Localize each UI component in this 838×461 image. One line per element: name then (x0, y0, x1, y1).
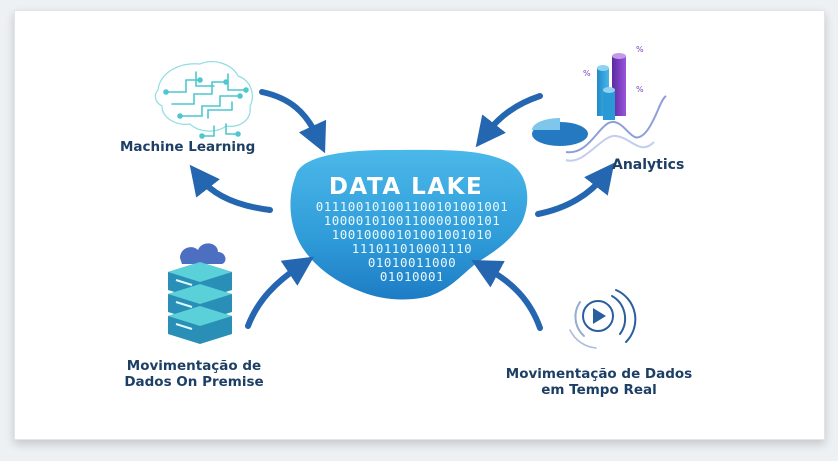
data-lake-title: DATA LAKE (328, 174, 484, 200)
svg-text:%: % (636, 45, 644, 54)
binary-line: 01010011000 (367, 255, 457, 270)
binary-line: 10010000101001001010 (331, 227, 493, 242)
machine-learning-label: Machine Learning (120, 139, 256, 155)
svg-text:%: % (583, 69, 591, 78)
arrow-onpremise-to-lake (245, 256, 314, 329)
real-time-label-line1: Movimentação de Dados (505, 366, 693, 382)
arrow-realtime-to-lake (471, 260, 543, 331)
analytics-chart-icon: % % % (532, 45, 667, 162)
server-stack-cloud-icon (168, 243, 232, 344)
analytics-label: Analytics (612, 157, 685, 173)
real-time-label: Movimentação de Dados em Tempo Real (490, 366, 708, 398)
real-time-label-line2: em Tempo Real (541, 382, 657, 398)
binary-line: 111011010001110 (351, 241, 473, 256)
arrow-analytics-to-lake (475, 93, 543, 148)
arrow-lake-to-ml (189, 164, 273, 213)
on-premise-label-line2: Dados On Premise (124, 374, 264, 390)
arrow-ml-to-lake (259, 89, 327, 154)
svg-text:%: % (636, 85, 644, 94)
binary-line: 01010001 (379, 269, 445, 284)
play-broadcast-icon (569, 289, 637, 349)
data-lake-shape (290, 149, 528, 300)
binary-stream: 011100101001100101001001 100001010011000… (277, 200, 541, 298)
arrow-lake-to-analytics (535, 162, 615, 217)
binary-line: 1000010100110000100101 (323, 213, 501, 228)
binary-line: 011100101001100101001001 (315, 200, 509, 214)
on-premise-label: Movimentação de Dados On Premise (108, 358, 280, 390)
circuit-brain-icon (154, 61, 253, 139)
on-premise-label-line1: Movimentação de (126, 358, 262, 374)
